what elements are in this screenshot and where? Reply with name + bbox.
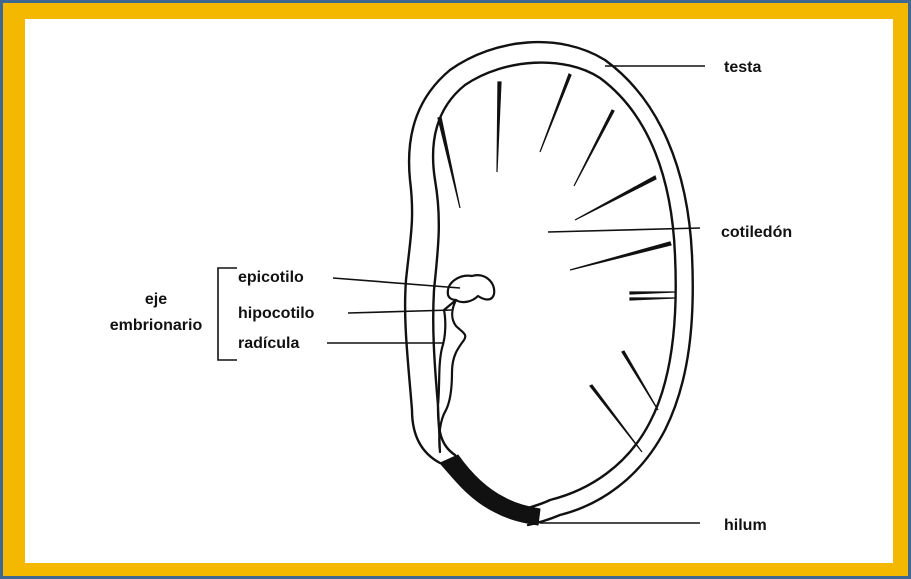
label-testa: testa [724,59,761,76]
testa-outer-outline [405,42,693,525]
hipocotilo-leader [348,310,452,313]
hipocotilo-radicula-shape [438,300,465,452]
vein-mark [438,117,460,208]
vein-mark [622,351,658,410]
epicotilo-leader [333,278,460,288]
label-epicotilo: epicotilo [238,269,304,286]
vein-mark [570,242,671,270]
label-eje: eje [145,291,167,308]
vein-mark [540,74,571,152]
vein-mark [590,385,642,452]
label-cotiledon: cotiledón [721,224,792,241]
vein-mark [630,292,675,294]
vein-mark [574,110,614,186]
label-radicula: radícula [238,335,299,352]
vein-mark [630,298,675,300]
epicotilo-shape [448,275,494,302]
eje-bracket [218,268,237,360]
vein-mark [497,82,501,172]
label-embrionario: embrionario [110,317,203,334]
hilum-dark-band [440,455,540,525]
label-hilum: hilum [724,517,767,534]
label-hipocotilo: hipocotilo [238,305,315,322]
vein-mark [575,176,656,220]
cotiledon-leader [548,228,700,232]
